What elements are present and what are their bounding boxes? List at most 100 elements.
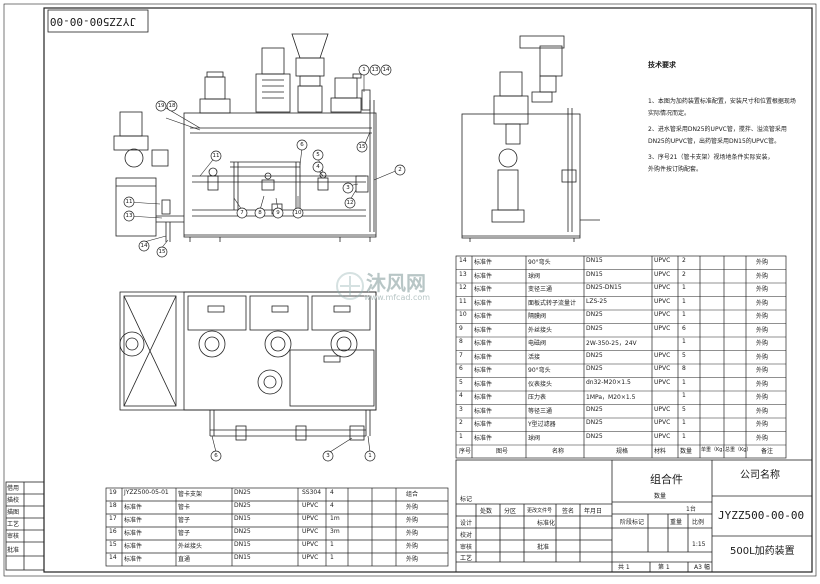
watermark-logo xyxy=(336,272,364,300)
sidebar-label: 批准 xyxy=(7,547,20,554)
bom-cell: 标准件 xyxy=(474,299,493,307)
bom-cell: 1 xyxy=(459,432,463,440)
watermark-url: www.mfcad.com xyxy=(364,293,431,302)
bom-lower-cell: 14 xyxy=(109,554,117,561)
bom-lower-cell: 管卡支架 xyxy=(178,491,203,498)
bom-cell: 外购 xyxy=(756,259,769,266)
bom-cell: 等径三通 xyxy=(528,407,553,415)
balloon-number: 3 xyxy=(326,453,330,459)
bom-lower-cell: 17 xyxy=(109,515,117,522)
bom-cell: 外购 xyxy=(756,380,769,388)
balloon-number: 11 xyxy=(125,199,133,205)
balloon-number: 11 xyxy=(212,153,220,159)
bom-cell: 1 xyxy=(682,432,686,440)
inner-border xyxy=(43,7,813,573)
sidebar-box xyxy=(5,481,45,571)
title-row-label: 审核 xyxy=(460,544,473,551)
bom-cell: 2 xyxy=(459,419,463,426)
bom-cell: 标准件 xyxy=(474,286,493,293)
scale-value: 1:15 xyxy=(692,541,706,548)
bom-lower-cell: 外购 xyxy=(406,556,419,563)
bom-cell: Y型过滤器 xyxy=(528,421,556,428)
bom-cell: UPVC xyxy=(654,284,671,291)
bom-cell: DN25 xyxy=(586,419,603,426)
balloon-number: 15 xyxy=(358,144,366,150)
bom-cell: 5 xyxy=(459,378,463,386)
balloon-number: 7 xyxy=(240,210,244,216)
paper-format: A3 幅 xyxy=(694,564,710,571)
bom-lower-cell: 18 xyxy=(109,502,117,509)
bom-cell: UPVC xyxy=(654,257,671,264)
bom-cell: 外购 xyxy=(756,286,769,293)
notes-heading: 技术要求 xyxy=(648,61,676,69)
bom-lower-grid xyxy=(105,487,449,567)
bom-cell: 外购 xyxy=(756,272,769,280)
bom-cell: 2 xyxy=(682,270,686,278)
bom-cell: 标准件 xyxy=(474,353,493,361)
watermark-text: 沐风网 xyxy=(366,271,426,295)
qty-label: 数量 xyxy=(654,493,667,500)
bom-cell: 压力表 xyxy=(528,394,547,401)
bom-cell: DN25 xyxy=(586,351,603,359)
bom-cell: 仪表接头 xyxy=(528,380,553,388)
bom-lower-cell: 管子 xyxy=(178,517,191,524)
bom-cell: DN25 xyxy=(586,365,603,372)
bom-header-cell: 名称 xyxy=(552,448,565,455)
bom-header-cell: 单重（Kg） xyxy=(701,447,728,453)
plan-view xyxy=(119,291,377,441)
bom-lower-cell: 4 xyxy=(330,489,334,496)
bom-cell: DN15 xyxy=(586,257,603,264)
bom-cell: 外丝接头 xyxy=(528,326,553,334)
bom-cell: 变径三通 xyxy=(528,286,553,293)
bom-cell: 90°弯头 xyxy=(528,367,551,374)
title-row-label: 标记 xyxy=(460,496,473,503)
bom-cell: 标准件 xyxy=(474,394,493,401)
balloon-number: 14 xyxy=(140,243,148,249)
bom-cell: 隔膜阀 xyxy=(528,313,547,320)
bom-cell: UPVC xyxy=(654,365,671,372)
drawing-number-rotated: JYZZ500-00-00 xyxy=(49,15,136,28)
bom-cell: 5 xyxy=(682,351,686,359)
bom-lower-cell: DN25 xyxy=(234,528,251,535)
balloon-number: 19 xyxy=(157,103,165,109)
bom-lower-cell: 标准件 xyxy=(124,543,143,550)
bom-lower-cell: UPVC xyxy=(302,541,319,548)
title-row-label: 批准 xyxy=(537,544,550,551)
bom-cell: dn32-M20×1.5 xyxy=(586,378,631,386)
title-row-label: 校对 xyxy=(460,532,473,539)
balloon-number: 8 xyxy=(258,210,262,216)
bom-cell: 外购 xyxy=(756,421,769,428)
bom-cell: 电磁阀 xyxy=(528,340,547,347)
bom-cell: 1 xyxy=(682,311,686,318)
bom-cell: 7 xyxy=(459,351,463,359)
bom-lower-cell: DN15 xyxy=(234,541,251,548)
bom-lower-cell: 1 xyxy=(330,541,334,548)
bom-cell: 5 xyxy=(682,405,686,413)
balloon-number: 10 xyxy=(294,210,302,216)
balloon-number: 14 xyxy=(382,67,390,73)
balloon-number: 1 xyxy=(368,453,372,459)
bom-lower-cell: JYZZ500-05-01 xyxy=(124,489,169,496)
title-row-label: 设计 xyxy=(460,520,473,527)
bom-cell: 标准件 xyxy=(474,407,493,415)
notes-line: DN25的UPVC管，出药管采用DN15的UPVC管。 xyxy=(648,138,781,145)
bom-header-cell: 材料 xyxy=(654,448,667,455)
title-row-label: 工艺 xyxy=(460,555,473,562)
assembly-label: 组合件 xyxy=(650,473,683,486)
bom-lower-cell: UPVC xyxy=(302,528,319,535)
bom-cell: 标准件 xyxy=(474,272,493,280)
bom-cell: 外购 xyxy=(756,313,769,320)
bom-cell: 外购 xyxy=(756,434,769,442)
bom-cell: 外购 xyxy=(756,367,769,374)
notes-line: 实际情况而定。 xyxy=(648,110,691,117)
bom-cell: 14 xyxy=(459,257,467,264)
